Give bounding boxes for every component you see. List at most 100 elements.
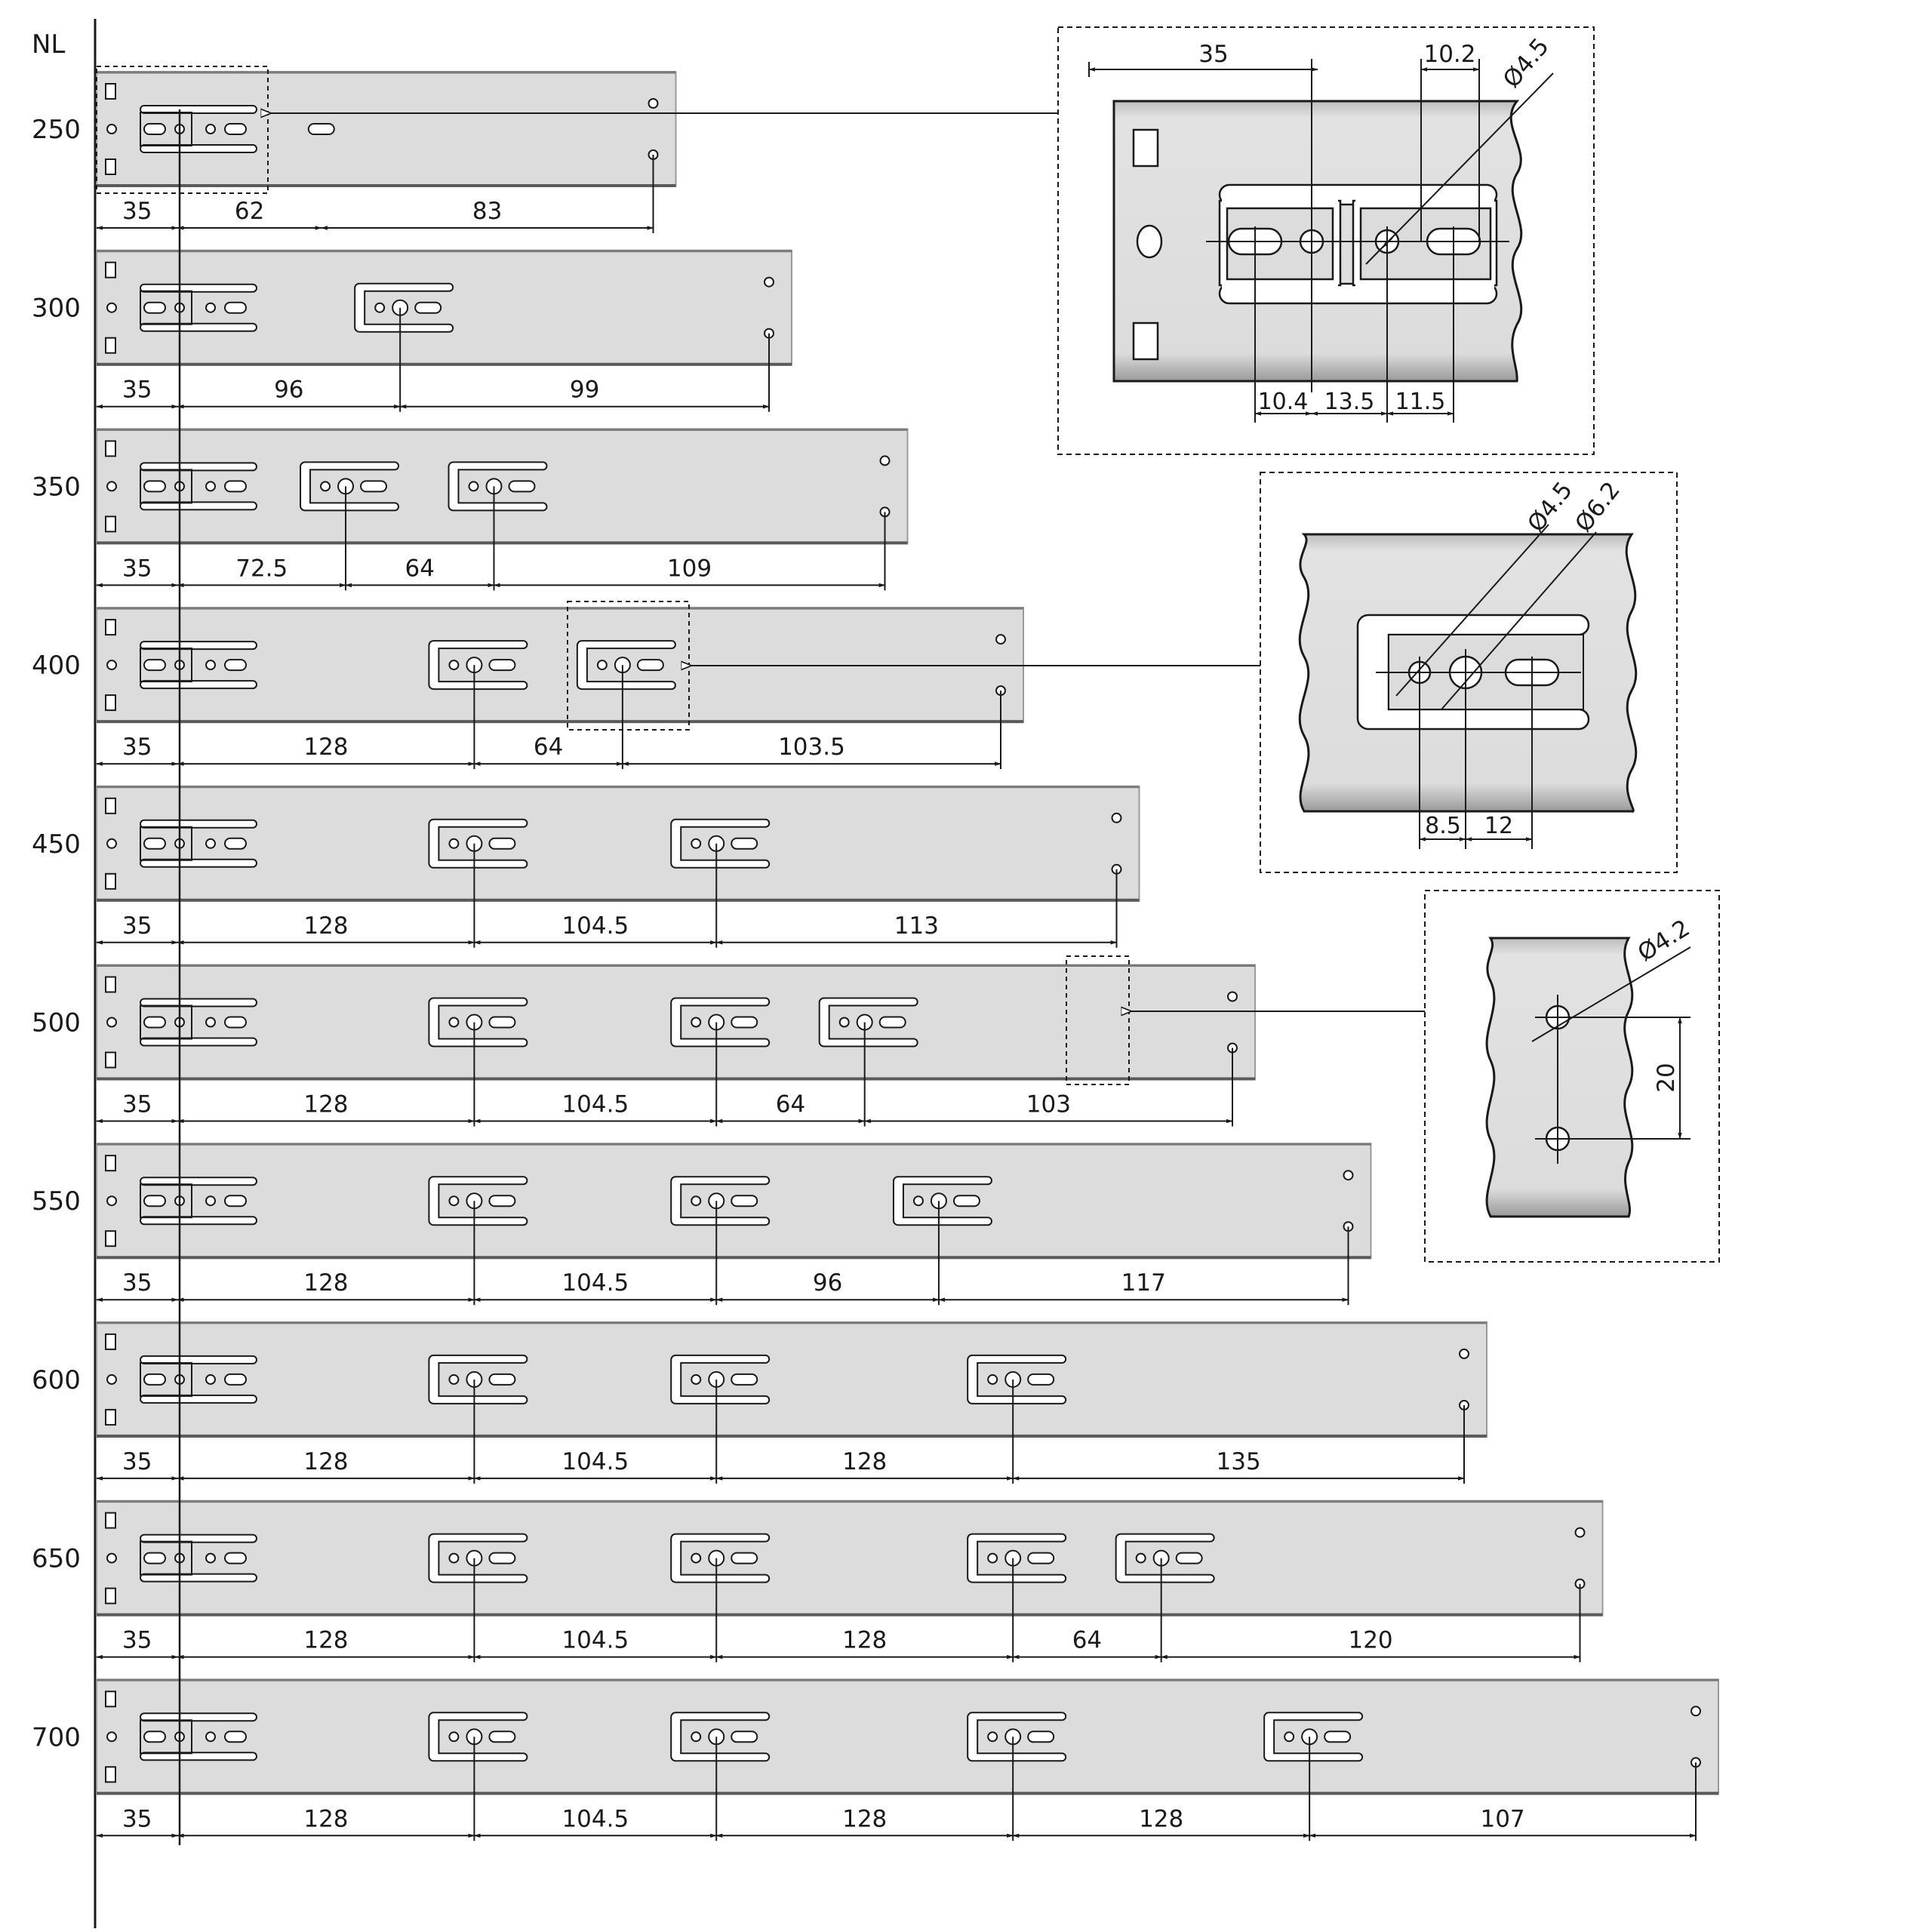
rear-hole [764, 276, 774, 288]
hole-small [691, 838, 702, 849]
hole-small [448, 1374, 460, 1385]
bracket-cutout [670, 818, 771, 869]
hole [205, 302, 216, 313]
dimension-label: 104.5 [561, 1448, 629, 1475]
bracket-cutout [428, 1533, 528, 1583]
hole-small [374, 302, 386, 313]
hole-small [448, 1731, 460, 1743]
dimension-label: 128 [842, 1627, 887, 1654]
long-slot [140, 1712, 257, 1722]
dimension-label: 128 [303, 1448, 348, 1475]
bracket-cutout [670, 1354, 771, 1404]
oval-slot [414, 301, 442, 314]
dimension-label: 128 [303, 1091, 348, 1118]
bracket-cutout [670, 1712, 771, 1762]
hole-small [448, 1017, 460, 1028]
hole-small [448, 1195, 460, 1207]
long-slot [140, 1573, 257, 1583]
oval-slot [224, 1730, 247, 1743]
hole-small [838, 1017, 850, 1028]
square-hole [105, 1587, 116, 1604]
zoom-frame [96, 66, 269, 194]
long-slot [140, 1355, 257, 1364]
round-hole [106, 1195, 117, 1207]
oval-slot [1027, 1373, 1055, 1386]
rail-body [96, 1321, 1487, 1438]
hole-small [691, 1552, 702, 1564]
detail-label: 10.2 [1423, 41, 1475, 68]
bracket-cutout [428, 1354, 528, 1404]
detail-label: 11.5 [1395, 389, 1446, 415]
hole [205, 481, 216, 492]
oval-slot [143, 1195, 166, 1208]
bracket-cutout [428, 1176, 528, 1226]
long-slot [140, 462, 257, 472]
dimension-label: 35 [122, 377, 152, 404]
hole-small [987, 1731, 998, 1743]
oval-slot [307, 123, 335, 135]
dimension-label: 35 [122, 1091, 152, 1118]
square-hole [105, 1690, 116, 1708]
hole-small [1284, 1731, 1295, 1743]
dimension-label: 109 [667, 555, 712, 582]
zoom-callouts [96, 66, 1425, 1085]
bracket-cutout [428, 640, 528, 691]
dimension-label: 35 [122, 1805, 152, 1832]
rail-body [96, 964, 1256, 1081]
detail-frame [1424, 890, 1720, 1263]
hole-small [1135, 1552, 1146, 1564]
slot-window [140, 1004, 192, 1040]
long-slot [140, 1037, 257, 1047]
rear-hole [648, 98, 659, 109]
nl-label: 700 [32, 1722, 81, 1752]
hole [205, 1731, 216, 1743]
bracket-cutout [428, 818, 528, 869]
hole-small [320, 481, 331, 492]
detail-label: 12 [1484, 813, 1513, 839]
square-hole [105, 440, 116, 457]
bracket-cutout [967, 1712, 1067, 1762]
nl-label: 400 [32, 651, 81, 681]
dimension-label: 104.5 [561, 1091, 629, 1118]
round-hole [106, 1374, 117, 1385]
long-slot [140, 501, 257, 511]
nl-label: 550 [32, 1186, 81, 1217]
oval-slot [143, 659, 166, 672]
rear-hole [995, 634, 1006, 645]
dimension-label: 83 [472, 198, 502, 225]
detail-front-holes: 35 10.2 Ø4.5 10.4 13.5 11.5 [1057, 26, 1595, 455]
rail-body [96, 1678, 1719, 1795]
rear-hole [1227, 991, 1238, 1002]
hole [205, 1552, 216, 1564]
zoom-frame [1066, 955, 1130, 1085]
nl-label: 300 [32, 294, 81, 324]
nl-label: 450 [32, 829, 81, 860]
square-hole [105, 619, 116, 636]
bracket-cutout [670, 1176, 771, 1226]
hole-small [912, 1195, 924, 1207]
long-slot [140, 283, 257, 293]
dimension-label: 128 [842, 1805, 887, 1832]
long-slot [140, 998, 257, 1008]
dimension-label: 128 [303, 734, 348, 761]
nl-label: 600 [32, 1365, 81, 1395]
bracket-cutout [1115, 1533, 1215, 1583]
dimension-label: 35 [122, 1627, 152, 1654]
oval-slot [488, 837, 516, 850]
dimension-label: 35 [122, 555, 152, 582]
dimension-label: 35 [122, 734, 152, 761]
hole-small [691, 1731, 702, 1743]
dimension-label: 64 [405, 555, 435, 582]
square-hole [105, 1766, 116, 1783]
dimension-label: 104.5 [561, 1627, 629, 1654]
dimension-label: 64 [1072, 1627, 1102, 1654]
hole-small [987, 1552, 998, 1564]
detail-rear-holes: Ø4.2 20 [1424, 890, 1720, 1263]
dimension-label: 35 [122, 912, 152, 940]
oval-slot [224, 1016, 247, 1029]
square-hole [105, 83, 116, 100]
